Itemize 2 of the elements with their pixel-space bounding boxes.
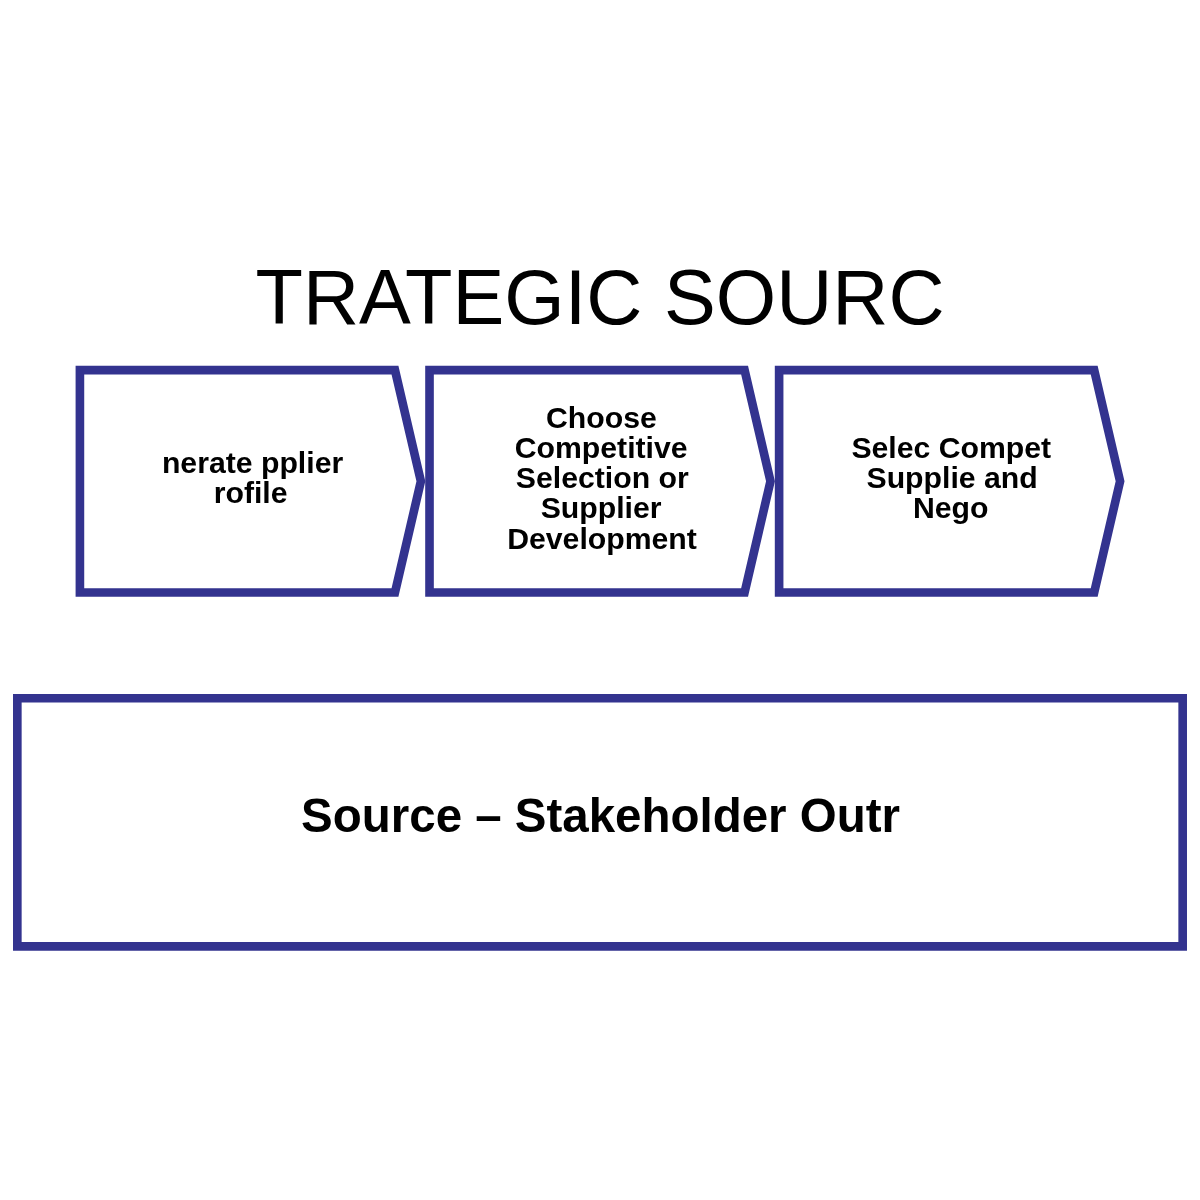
node-box: Source – Stakeholder Outr [13, 693, 1187, 951]
diagram-title: TRATEGIC SOURC [255, 254, 945, 341]
